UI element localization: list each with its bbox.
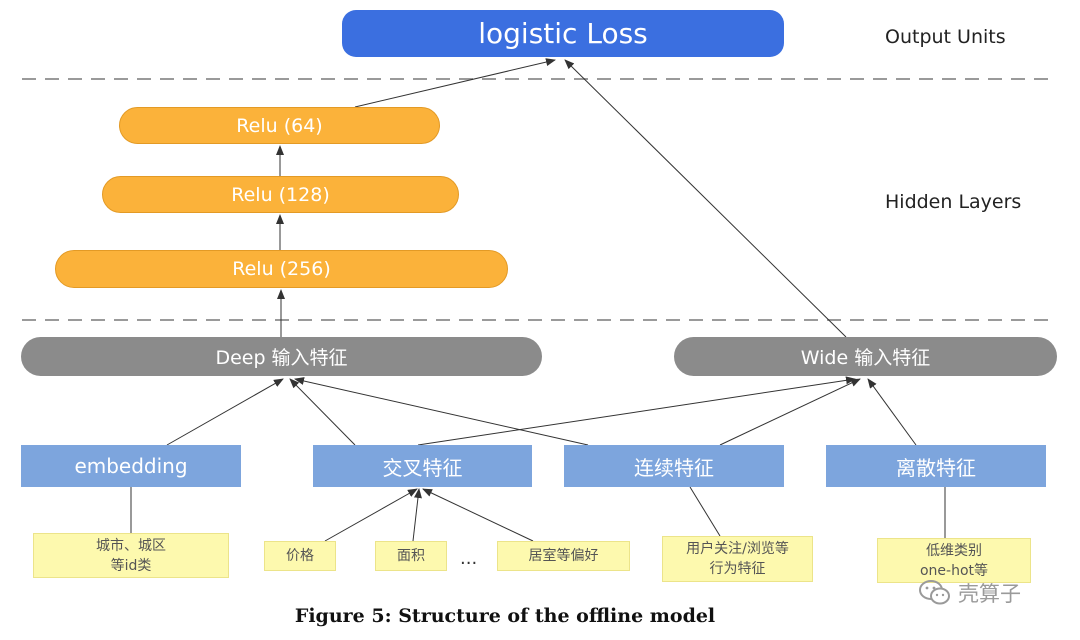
edge-wide-to-loss: [564, 59, 847, 338]
hidden-layers-label: Hidden Layers: [885, 191, 1022, 213]
output-units-label: Output Units: [885, 26, 1006, 48]
edge-discrete-to-wide: [867, 378, 917, 446]
edge-room-to-cross: [422, 488, 534, 542]
edge-cross-to-deep: [289, 378, 356, 446]
room-preference-note: 居室等偏好: [497, 541, 630, 571]
deep-input-node: Deep 输入特征: [21, 337, 542, 376]
low-dim-note-line-2: one-hot等: [919, 562, 989, 579]
edge-continuous-to-deep: [294, 377, 589, 446]
more-features-ellipsis: ...: [460, 548, 478, 569]
behavior-note-line-1: 用户关注/浏览等: [686, 541, 789, 557]
continuous-feature-node: 连续特征: [564, 445, 784, 487]
figure-caption: Figure 5: Structure of the offline model: [294, 605, 716, 627]
relu-256-node: Relu (256): [55, 250, 508, 288]
edge-behavior-to-continuous: [689, 486, 721, 537]
wide-input-node: Wide 输入特征: [674, 337, 1057, 376]
price-note: 价格: [264, 541, 336, 571]
area-note: 面积: [375, 541, 447, 571]
relu-128-node: Relu (128): [102, 176, 459, 213]
edge-cross-to-wide: [417, 376, 856, 446]
logistic-loss-node: logistic Loss: [342, 10, 784, 57]
edge-price-to-cross: [324, 488, 418, 542]
edge-relu64-to-loss: [354, 58, 556, 108]
behavior-note-line-2: 行为特征: [709, 561, 766, 577]
discrete-feature-node: 离散特征: [826, 445, 1046, 487]
behavior-note: 用户关注/浏览等 行为特征: [662, 536, 813, 582]
city-note-line-1: 城市、城区: [96, 537, 166, 554]
city-note: 城市、城区 等id类: [33, 533, 229, 578]
edge-embedding-to-deep: [166, 378, 284, 446]
watermark-text: 壳算子: [958, 582, 1021, 606]
cross-feature-node: 交叉特征: [313, 445, 532, 487]
edge-area-to-cross: [412, 488, 422, 542]
edge-continuous-to-wide: [719, 378, 861, 446]
embedding-feature-node: embedding: [21, 445, 241, 487]
watermark: 壳算子: [918, 578, 1021, 608]
low-dim-note-line-1: 低维类别: [926, 542, 982, 559]
low-dim-note: 低维类别 one-hot等: [877, 538, 1031, 583]
relu-64-node: Relu (64): [119, 107, 440, 144]
wechat-icon: [919, 580, 950, 605]
city-note-line-2: 等id类: [110, 557, 152, 574]
